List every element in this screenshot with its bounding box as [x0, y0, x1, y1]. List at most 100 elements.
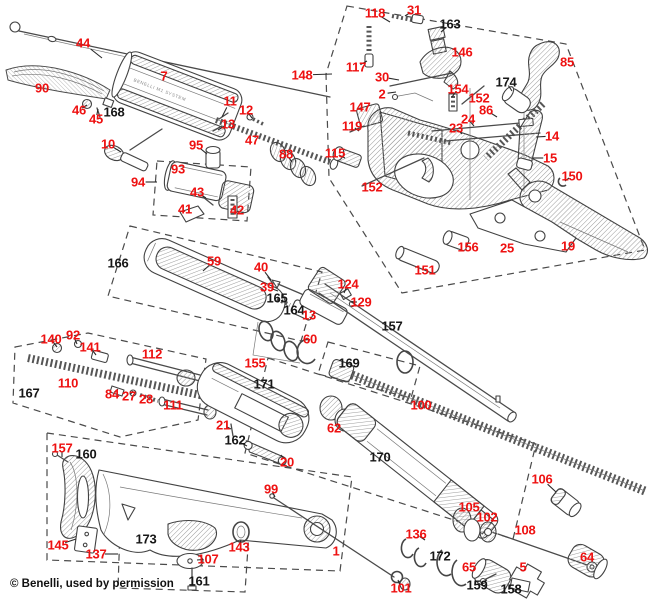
- muzzle-parts: [400, 488, 608, 599]
- part-label-88: 88: [278, 146, 294, 162]
- part-label-85: 85: [559, 54, 575, 70]
- part-label-159: 159: [466, 577, 488, 593]
- part-label-23: 23: [448, 120, 464, 136]
- part-label-156: 156: [457, 239, 479, 255]
- part-label-108: 108: [514, 522, 536, 538]
- part-label-40: 40: [253, 259, 269, 275]
- part-label-124: 124: [337, 276, 359, 292]
- part-label-12: 12: [238, 102, 254, 118]
- o-ring-set: [252, 320, 316, 365]
- buttstock-group: [51, 450, 337, 591]
- recoil-spring-and-plunger: [328, 359, 647, 496]
- part-label-171: 171: [253, 376, 275, 392]
- part-label-5: 5: [519, 559, 527, 575]
- forend-cap-parts: [81, 97, 115, 118]
- part-label-151: 151: [414, 262, 436, 278]
- part-label-45: 45: [88, 111, 104, 127]
- recoil-spring-47: [214, 117, 339, 170]
- spring-washer-stack-88: [269, 141, 317, 187]
- part-label-160: 160: [75, 446, 97, 462]
- part-label-158: 158: [500, 581, 522, 597]
- part-label-15: 15: [542, 150, 558, 166]
- copyright-notice: © Benelli, used by permission: [10, 578, 174, 590]
- receiver-cover: [143, 238, 286, 323]
- part-label-30: 30: [374, 69, 390, 85]
- part-label-157: 157: [51, 440, 73, 456]
- part-label-148: 148: [291, 67, 313, 83]
- receiver: [196, 362, 310, 467]
- part-label-28: 28: [138, 391, 154, 407]
- part-label-47: 47: [244, 132, 260, 148]
- part-label-143: 143: [228, 539, 250, 555]
- part-label-119: 119: [341, 118, 363, 134]
- part-label-166: 166: [107, 255, 129, 271]
- follower-rod: [269, 493, 411, 591]
- part-label-150: 150: [561, 168, 583, 184]
- part-label-99: 99: [263, 481, 279, 497]
- trigger-group-assembly: [332, 13, 649, 274]
- part-label-105: 105: [458, 499, 480, 515]
- part-label-147: 147: [349, 99, 371, 115]
- part-label-65: 65: [461, 559, 477, 575]
- part-label-93: 93: [170, 161, 186, 177]
- part-label-46: 46: [71, 102, 87, 118]
- part-label-11: 11: [223, 93, 237, 109]
- part-label-170: 170: [369, 449, 391, 465]
- part-label-13: 13: [301, 307, 317, 323]
- part-label-27: 27: [121, 388, 137, 404]
- action-link-rod: [9, 21, 331, 98]
- part-label-101: 101: [390, 580, 412, 596]
- part-label-173: 173: [135, 531, 157, 547]
- part-label-111: 111: [163, 397, 183, 413]
- part-label-43: 43: [189, 184, 205, 200]
- part-label-136: 136: [405, 526, 427, 542]
- part-label-100: 100: [410, 397, 432, 413]
- part-label-163: 163: [439, 16, 461, 32]
- part-label-115: 115: [324, 145, 346, 161]
- forend: BENELLI M1 SYSTEM: [111, 51, 243, 141]
- part-label-19: 19: [560, 238, 576, 254]
- part-label-7: 7: [160, 68, 168, 84]
- part-label-106: 106: [531, 471, 553, 487]
- magazine-tube: [319, 395, 499, 539]
- part-label-152: 152: [468, 90, 490, 106]
- part-label-64: 64: [579, 549, 595, 565]
- part-label-162: 162: [224, 432, 246, 448]
- part-label-59: 59: [206, 253, 222, 269]
- part-label-21: 21: [215, 417, 231, 433]
- part-label-110: 110: [57, 375, 79, 391]
- part-label-14: 14: [544, 128, 560, 144]
- plunger-95: [205, 145, 221, 169]
- part-label-146: 146: [451, 44, 473, 60]
- magazine-spring-group: [27, 339, 217, 420]
- valve-assembly-93: [163, 160, 255, 223]
- part-label-129: 129: [350, 294, 372, 310]
- part-label-90: 90: [34, 80, 50, 96]
- part-label-84: 84: [104, 386, 120, 402]
- part-label-92: 92: [65, 327, 81, 343]
- part-label-157: 157: [381, 318, 403, 334]
- part-label-154: 154: [447, 81, 469, 97]
- part-label-140: 140: [40, 331, 62, 347]
- part-label-31: 31: [406, 2, 422, 18]
- part-label-137: 137: [85, 546, 107, 562]
- part-label-152: 152: [361, 179, 383, 195]
- part-label-24: 24: [460, 111, 476, 127]
- part-label-165: 165: [266, 290, 288, 306]
- part-label-118: 118: [364, 5, 386, 21]
- part-label-44: 44: [75, 35, 91, 51]
- part-label-112: 112: [141, 346, 163, 362]
- part-label-1: 1: [332, 543, 340, 559]
- part-label-86: 86: [478, 102, 494, 118]
- part-label-62: 62: [326, 420, 342, 436]
- part-label-168: 168: [103, 104, 125, 120]
- part-label-13: 13: [220, 116, 236, 132]
- barrel: [307, 266, 517, 423]
- part-label-167: 167: [18, 385, 40, 401]
- part-label-117: 117: [345, 59, 367, 75]
- part-label-39: 39: [259, 279, 275, 295]
- part-label-141: 141: [79, 339, 101, 355]
